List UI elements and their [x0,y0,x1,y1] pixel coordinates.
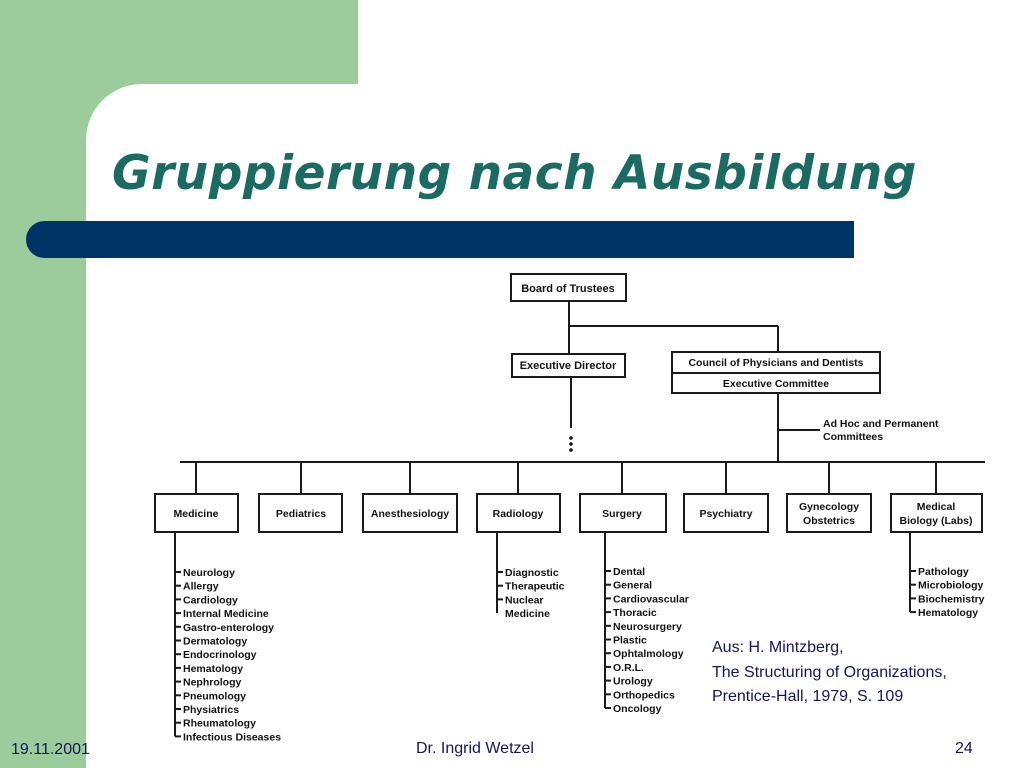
subdivision-label: Gastro-enterology [183,622,274,634]
subdivision-label: Microbiology [918,580,983,592]
footer-date: 19.11.2001 [11,741,90,758]
continuation-dot [569,448,573,452]
department-label: Medicine [174,508,219,520]
department-box [786,493,872,533]
citation-line: Aus: H. Mintzberg, [712,639,844,656]
subdivision-label: Endocrinology [183,649,257,661]
continuation-dot [569,436,573,440]
subdivision-label: Hematology [183,663,243,675]
subdivision-label: Pneumology [183,690,246,702]
subdivision-label: Nephrology [183,677,241,689]
subdivision-label: Urology [613,676,653,688]
department-box [683,493,769,533]
subdivision-label: O.R.L. [613,662,644,674]
footer-page-number: 24 [955,740,973,757]
slide-title: Gruppierung nach Ausbildung [112,146,917,201]
department-label: Obstetrics [803,515,855,527]
footer-author: Dr. Ingrid Wetzel [416,740,534,757]
slide-content-area [86,84,1024,768]
executive-director-label: Executive Director [520,360,617,372]
subdivision-label: Rheumatology [183,718,256,730]
citation-line: The Structuring of Organizations, [712,663,947,681]
department-label: Medical [917,501,956,513]
department-box [476,493,561,533]
department-box [362,493,458,533]
department-box [258,493,343,533]
executive-committee-label: Executive Committee [723,378,829,390]
subdivision-label: Ophtalmology [613,648,684,660]
subdivision-label: Dental [613,566,645,578]
department-box [154,493,239,533]
department-label: Gynecology [799,501,859,513]
department-label: Psychiatry [699,508,752,520]
subdivision-label: Dermatology [183,636,247,648]
subdivision-label: Infectious Diseases [183,731,281,743]
ad-hoc-label: Ad Hoc and Permanent [823,418,939,430]
subdivision-label: Thoracic [613,607,657,619]
department-label: Pediatrics [276,508,326,520]
board-box [510,273,627,302]
subdivision-label: Allergy [183,581,219,593]
department-label: Biology (Labs) [900,515,973,527]
department-label: Anesthesiology [371,508,449,520]
subdivision-label: Physiatrics [183,704,239,716]
department-box [579,493,667,533]
subdivision-label: Cardiology [183,594,238,606]
subdivision-label: Plastic [613,635,647,647]
subdivision-label: Diagnostic [505,567,559,579]
department-label: Radiology [493,508,544,520]
subdivision-label: Neurosurgery [613,621,682,633]
subdivision-label: Cardiovascular [613,593,689,605]
subdivision-label: Hematology [918,607,978,619]
continuation-dot [569,442,573,446]
subdivision-label: Therapeutic [505,581,565,593]
department-box [890,493,983,533]
subdivision-label: Nuclear [505,594,544,606]
ad-hoc-label: Committees [823,431,883,443]
subdivision-label: Internal Medicine [183,608,269,620]
subdivision-label: Biochemistry [918,593,985,605]
subdivision-label: Pathology [918,566,969,578]
title-underline-bar [26,221,854,258]
department-label: Surgery [602,508,642,520]
subdivision-label: Neurology [183,567,235,579]
subdivision-label: Orthopedics [613,689,675,701]
executive-director-box [511,353,626,378]
citation-line: Prentice-Hall, 1979, S. 109 [712,688,904,705]
citation: Aus: H. Mintzberg, The Structuring of Or… [712,636,947,710]
board-label: Board of Trustees [521,283,615,295]
subdivision-label: Medicine [505,608,550,620]
subdivision-label: Oncology [613,703,662,715]
subdivision-label: General [613,580,652,592]
council-label: Council of Physicians and Dentists [688,357,863,369]
